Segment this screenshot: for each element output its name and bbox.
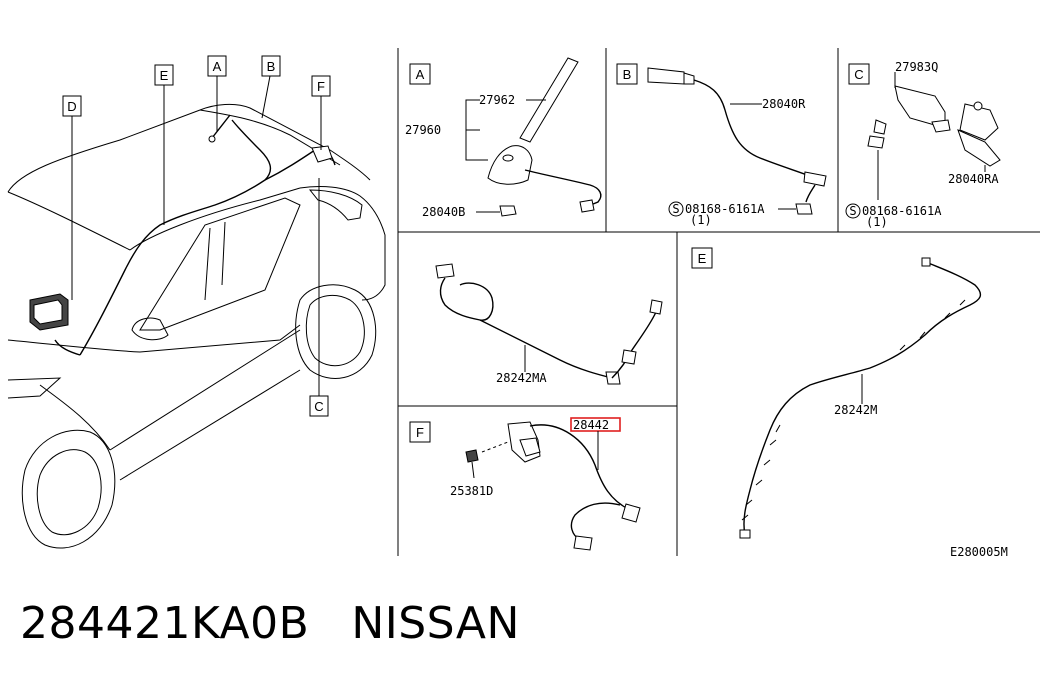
part-label-27962: 27962 (479, 93, 515, 107)
part-label-08168-6161a-b: 08168-6161A (685, 202, 765, 216)
svg-text:D: D (67, 99, 76, 114)
svg-text:B: B (267, 59, 276, 74)
part-label-28040b: 28040B (422, 205, 465, 219)
panel-a: A 27962 27960 28040B (405, 57, 602, 219)
callout-e: E (154, 64, 174, 86)
caption-part-number: 284421KA0B (20, 598, 310, 649)
part-label-27983q: 27983Q (895, 60, 938, 74)
svg-text:A: A (213, 59, 222, 74)
vehicle-overview (7, 75, 386, 549)
svg-text:F: F (317, 79, 325, 94)
screw-symbol-icon: S (672, 202, 679, 216)
part-label-28242ma: 28242MA (496, 371, 547, 385)
callout-b: B (261, 55, 281, 77)
panel-frames (397, 48, 1040, 556)
callout-d: D (62, 95, 82, 117)
part-highlight-box (570, 417, 621, 432)
panel-c: C 27983Q 28040RA S 08168-6161A (1) (845, 60, 1001, 229)
part-label-08168-6161a-c: 08168-6161A (862, 204, 942, 218)
part-label-28242m: 28242M (834, 403, 877, 417)
callout-a: A (207, 55, 227, 77)
screw-symbol-icon: S (849, 204, 856, 218)
panel-e: E 28242M (691, 247, 982, 539)
callout-c: C (309, 395, 329, 417)
part-caption: 284421KA0B NISSAN (20, 598, 520, 649)
panel-harness-ma: 28242MA (435, 263, 663, 385)
panel-e-letter: E (698, 251, 707, 266)
panel-b: B 28040R S 08168-6161A (1) (616, 63, 827, 227)
panel-f: F 28442 25381D (409, 417, 641, 551)
part-label-25381d: 25381D (450, 484, 493, 498)
panel-a-letter: A (416, 67, 425, 82)
callout-f: F (311, 75, 331, 97)
diagram-code: E280005M (950, 545, 1008, 559)
caption-brand: NISSAN (351, 598, 520, 649)
part-qty-b: (1) (690, 213, 712, 227)
svg-text:E: E (160, 68, 169, 83)
part-label-28442: 28442 (573, 418, 609, 432)
part-label-28040ra: 28040RA (948, 172, 999, 186)
panel-b-letter: B (623, 67, 632, 82)
panel-f-letter: F (416, 425, 424, 440)
part-label-27960: 27960 (405, 123, 441, 137)
part-label-28040r: 28040R (762, 97, 806, 111)
panel-c-letter: C (854, 67, 863, 82)
svg-text:C: C (314, 399, 323, 414)
part-qty-c: (1) (866, 215, 888, 229)
